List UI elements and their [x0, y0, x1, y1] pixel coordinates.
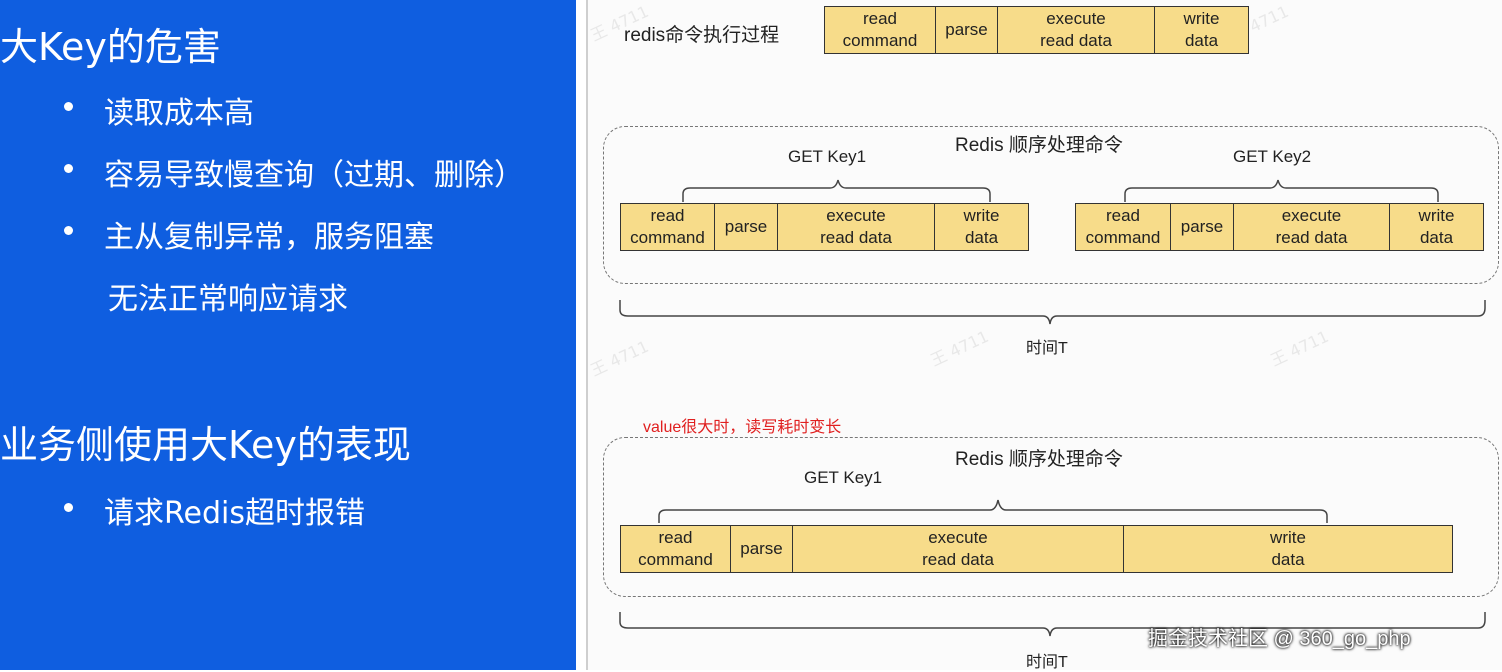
command-label-key1: GET Key1 — [788, 147, 867, 166]
stage-parse: parse — [714, 203, 778, 251]
sequential-processing-box — [603, 437, 1499, 597]
stage-execute: execute read data — [792, 525, 1124, 573]
bullet-item: 请求Redis超时报错 — [104, 496, 365, 531]
bullet-item: 读取成本高 — [104, 96, 254, 131]
section1-title: 大Key的危害 — [0, 25, 221, 69]
divider — [586, 0, 588, 670]
bullet-continuation: 无法正常响应请求 — [108, 282, 348, 317]
stage-execute: execute read data — [997, 6, 1155, 54]
bullet-dot — [64, 226, 73, 235]
watermark-faint: 王 4711 — [1267, 326, 1332, 371]
stage-read-command: read command — [824, 6, 936, 54]
bullet-item: 容易导致慢查询（过期、删除） — [104, 158, 524, 193]
stage-parse: parse — [935, 6, 998, 54]
process-label: redis命令执行过程 — [624, 25, 780, 46]
command-label-key1: GET Key1 — [804, 468, 883, 487]
stage-execute: execute read data — [777, 203, 935, 251]
stage-write: write data — [934, 203, 1029, 251]
bullet-dot — [64, 503, 73, 512]
time-label: 时间T — [1026, 340, 1068, 357]
command-label-key2: GET Key2 — [1233, 147, 1312, 166]
stage-write: write data — [1123, 525, 1453, 573]
bullet-item: 主从复制异常，服务阻塞 — [104, 220, 434, 255]
box-title: Redis 顺序处理命令 — [955, 135, 1123, 156]
stage-parse: parse — [730, 525, 793, 573]
section2-title: 业务侧使用大Key的表现 — [0, 423, 411, 467]
stage-write: write data — [1154, 6, 1249, 54]
sequential-processing-box — [603, 126, 1499, 284]
watermark-faint: 王 4711 — [927, 326, 992, 371]
large-value-note: value很大时，读写耗时变长 — [643, 419, 842, 436]
stage-execute: execute read data — [1233, 203, 1390, 251]
stage-read-command: read command — [620, 203, 715, 251]
box-title: Redis 顺序处理命令 — [955, 449, 1123, 470]
bullet-dot — [64, 164, 73, 173]
bullet-dot — [64, 102, 73, 111]
time-label: 时间T — [1026, 654, 1068, 671]
stage-read-command: read command — [1075, 203, 1171, 251]
stage-read-command: read command — [620, 525, 731, 573]
watermark-faint: 王 4711 — [587, 336, 652, 381]
stage-write: write data — [1389, 203, 1484, 251]
watermark: 掘金技术社区 @ 360_go_php — [1148, 628, 1411, 650]
stage-parse: parse — [1170, 203, 1234, 251]
left-panel: 大Key的危害 读取成本高 容易导致慢查询（过期、删除） 主从复制异常，服务阻塞… — [0, 0, 576, 670]
